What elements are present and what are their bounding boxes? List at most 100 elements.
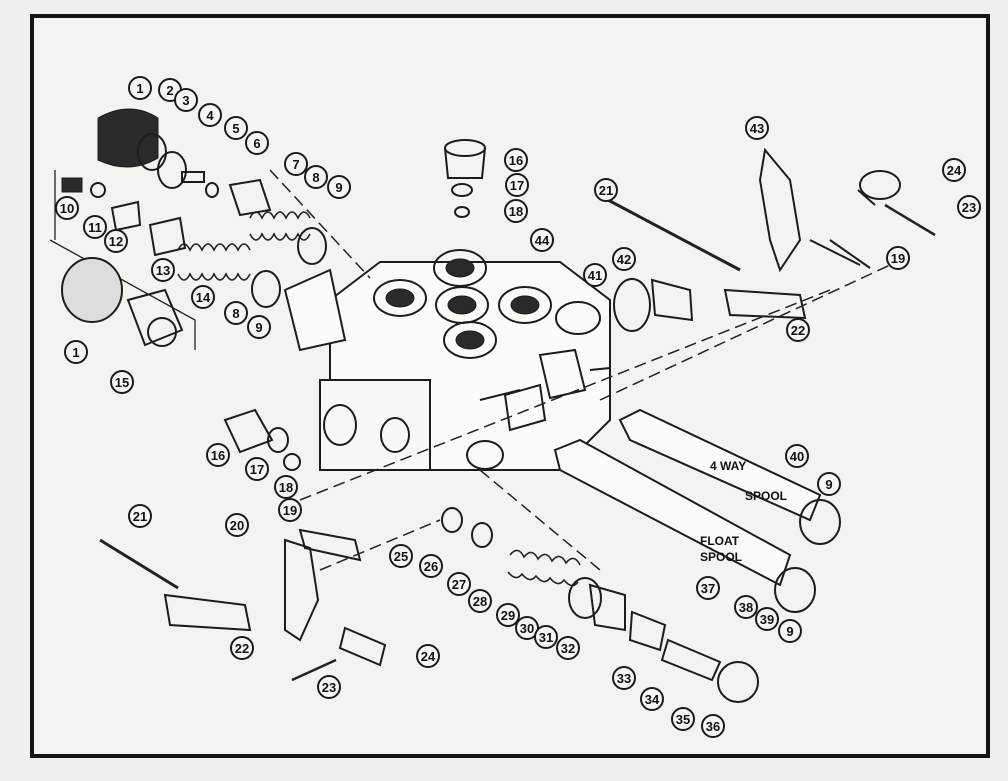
callout-number: 32: [561, 641, 575, 656]
callout-circle: [696, 576, 720, 600]
callout-12: 12: [104, 229, 128, 253]
callout-circle: [496, 603, 520, 627]
callout-27: 27: [447, 572, 471, 596]
callout-19: 19: [886, 246, 910, 270]
callout-circle: [225, 513, 249, 537]
callout-circle: [778, 619, 802, 643]
callout-circle: [612, 247, 636, 271]
callout-number: 9: [786, 624, 793, 639]
callout-24: 24: [942, 158, 966, 182]
callout-21: 21: [594, 178, 618, 202]
callout-number: 16: [509, 153, 523, 168]
callout-number: 17: [510, 178, 524, 193]
callout-number: 13: [156, 263, 170, 278]
callout-number: 43: [750, 121, 764, 136]
callout-circle: [317, 675, 341, 699]
callout-number: 22: [791, 323, 805, 338]
callout-number: 2: [166, 83, 173, 98]
callout-number: 25: [394, 549, 408, 564]
callout-circle: [174, 88, 198, 112]
callout-18: 18: [274, 475, 298, 499]
callout-13: 13: [151, 258, 175, 282]
callout-number: 24: [421, 649, 436, 664]
callout-circle: [416, 644, 440, 668]
callout-number: 6: [253, 136, 260, 151]
callout-circle: [110, 370, 134, 394]
callout-29: 29: [496, 603, 520, 627]
callout-number: 30: [520, 621, 534, 636]
callout-24: 24: [416, 644, 440, 668]
callout-31: 31: [534, 625, 558, 649]
callout-number: 36: [706, 719, 720, 734]
callout-37: 37: [696, 576, 720, 600]
callout-16: 16: [206, 443, 230, 467]
callout-43: 43: [745, 116, 769, 140]
callout-circle: [191, 285, 215, 309]
callout-circle: [224, 116, 248, 140]
callout-17: 17: [505, 173, 529, 197]
callout-9: 9: [778, 619, 802, 643]
callout-30: 30: [515, 616, 539, 640]
callout-circle: [128, 504, 152, 528]
callout-circle: [515, 616, 539, 640]
callout-circle: [230, 636, 254, 660]
callout-circle: [556, 636, 580, 660]
callout-42: 42: [612, 247, 636, 271]
callout-circle: [83, 215, 107, 239]
callout-1: 1: [128, 76, 152, 100]
callout-8: 8: [304, 165, 328, 189]
callout-number: 9: [825, 477, 832, 492]
callout-circle: [327, 175, 351, 199]
callout-number: 42: [617, 252, 631, 267]
callout-circle: [245, 131, 269, 155]
callout-circle: [534, 625, 558, 649]
callout-number: 33: [617, 671, 631, 686]
callout-9: 9: [247, 315, 271, 339]
callout-5: 5: [224, 116, 248, 140]
callout-9: 9: [817, 472, 841, 496]
four-way-label-top: 4 WAY: [710, 459, 746, 473]
callout-circle: [55, 196, 79, 220]
callout-18: 18: [504, 199, 528, 223]
callout-number: 5: [232, 121, 239, 136]
callout-44: 44: [530, 228, 554, 252]
lower-left-parts: [99, 408, 387, 682]
spring-assembly: [49, 170, 327, 350]
linkage-right: [607, 147, 936, 332]
callout-circle: [389, 544, 413, 568]
callout-35: 35: [671, 707, 695, 731]
callout-circle: [304, 165, 328, 189]
callout-circle: [612, 666, 636, 690]
callout-circle: [755, 607, 779, 631]
callout-10: 10: [55, 196, 79, 220]
callout-number: 44: [535, 233, 550, 248]
cap-lower: [61, 257, 184, 347]
callout-number: 7: [292, 157, 299, 172]
callout-number: 40: [790, 449, 804, 464]
callout-number: 19: [283, 503, 297, 518]
callout-number: 31: [539, 630, 553, 645]
callout-circle: [206, 443, 230, 467]
callout-34: 34: [640, 687, 664, 711]
callout-circle: [942, 158, 966, 182]
float-label-bottom: SPOOL: [700, 550, 742, 564]
callout-circle: [786, 318, 810, 342]
callout-circle: [128, 76, 152, 100]
callout-39: 39: [755, 607, 779, 631]
callout-number: 26: [424, 559, 438, 574]
callout-number: 10: [60, 201, 74, 216]
callout-circle: [419, 554, 443, 578]
cap-knob-upper: [97, 108, 272, 217]
callout-circle: [198, 103, 222, 127]
callout-19: 19: [278, 498, 302, 522]
callout-number: 24: [947, 163, 962, 178]
callout-6: 6: [245, 131, 269, 155]
callout-circle: [151, 258, 175, 282]
callout-number: 35: [676, 712, 690, 727]
callout-number: 23: [322, 680, 336, 695]
callout-circle: [886, 246, 910, 270]
callout-circle: [817, 472, 841, 496]
callout-number: 11: [88, 220, 102, 235]
callout-number: 8: [232, 306, 239, 321]
